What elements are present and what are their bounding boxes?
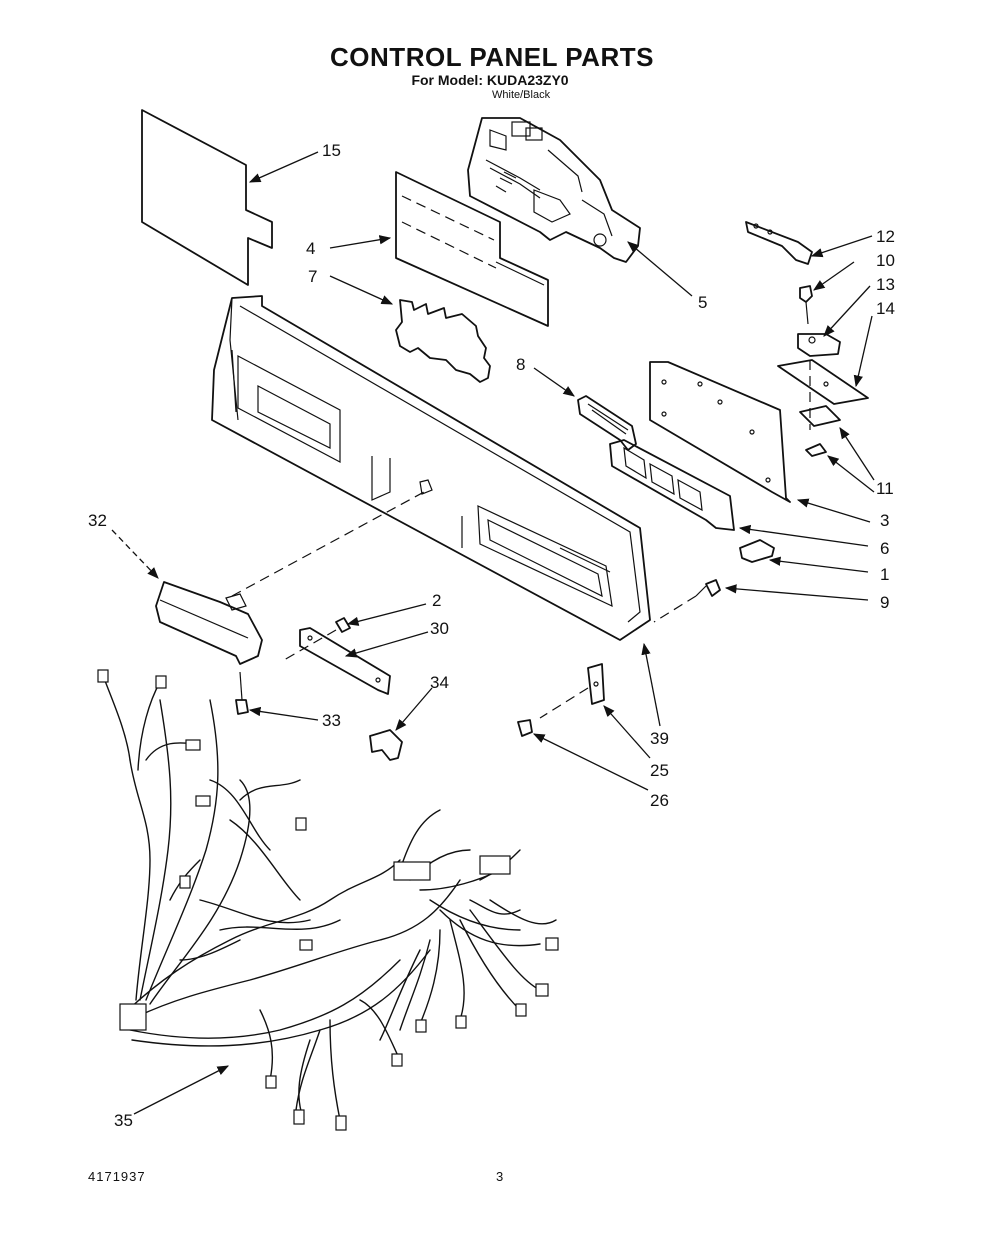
part-11-clip [799, 405, 841, 457]
part-10-screw [799, 285, 813, 325]
part-26-screw [517, 719, 533, 737]
callout-labels: 15 4 7 5 12 10 13 14 8 11 3 6 1 9 32 2 3… [88, 141, 895, 1130]
callout-8: 8 [516, 355, 525, 374]
callout-2: 2 [432, 591, 441, 610]
part-33-screw [235, 671, 249, 715]
callout-7: 7 [308, 267, 317, 286]
part-6-keypad [609, 439, 735, 531]
part-32-bracket [155, 491, 425, 665]
callout-33: 33 [322, 711, 341, 730]
part-14-plate [777, 359, 869, 430]
part-25-bracket [539, 663, 605, 719]
callout-14: 14 [876, 299, 895, 318]
part-4-overlay-panel [395, 171, 549, 327]
callout-4: 4 [306, 239, 315, 258]
page-title: CONTROL PANEL PARTS [330, 42, 654, 72]
part-39-console-panel [211, 295, 651, 641]
color-variant: White/Black [492, 89, 551, 101]
callout-10: 10 [876, 251, 895, 270]
part-34-clip [369, 729, 403, 761]
callout-6: 6 [880, 539, 889, 558]
callout-30: 30 [430, 619, 449, 638]
callout-3: 3 [880, 511, 889, 530]
callout-25: 25 [650, 761, 669, 780]
callout-32: 32 [88, 511, 107, 530]
page-number: 3 [496, 1169, 504, 1184]
callout-11: 11 [876, 479, 894, 498]
part-8-connector-strip [577, 395, 637, 451]
model-number: For Model: KUDA23ZY0 [411, 72, 569, 88]
callout-34: 34 [430, 673, 449, 692]
callout-5: 5 [698, 293, 707, 312]
part-3-shield-plate [649, 361, 791, 503]
callout-15: 15 [322, 141, 341, 160]
callout-13: 13 [876, 275, 895, 294]
leader-lines [111, 151, 875, 1115]
callout-9: 9 [880, 593, 889, 612]
part-5-control-board [467, 117, 641, 263]
part-30-rail [299, 627, 391, 695]
callout-1: 1 [880, 565, 889, 584]
callout-39: 39 [650, 729, 669, 748]
part-13-latch [797, 333, 841, 357]
part-2-screw [283, 617, 351, 661]
part-9-screw [653, 579, 721, 623]
document-number: 4171937 [88, 1169, 146, 1184]
callout-35: 35 [114, 1111, 133, 1130]
callout-26: 26 [650, 791, 669, 810]
part-12-bracket [745, 221, 813, 265]
part-7-display-board [395, 299, 491, 383]
part-35-wire-harness [97, 669, 559, 1131]
callout-12: 12 [876, 227, 895, 246]
part-15-shield-sheet [141, 109, 273, 286]
part-1-button [739, 539, 775, 563]
